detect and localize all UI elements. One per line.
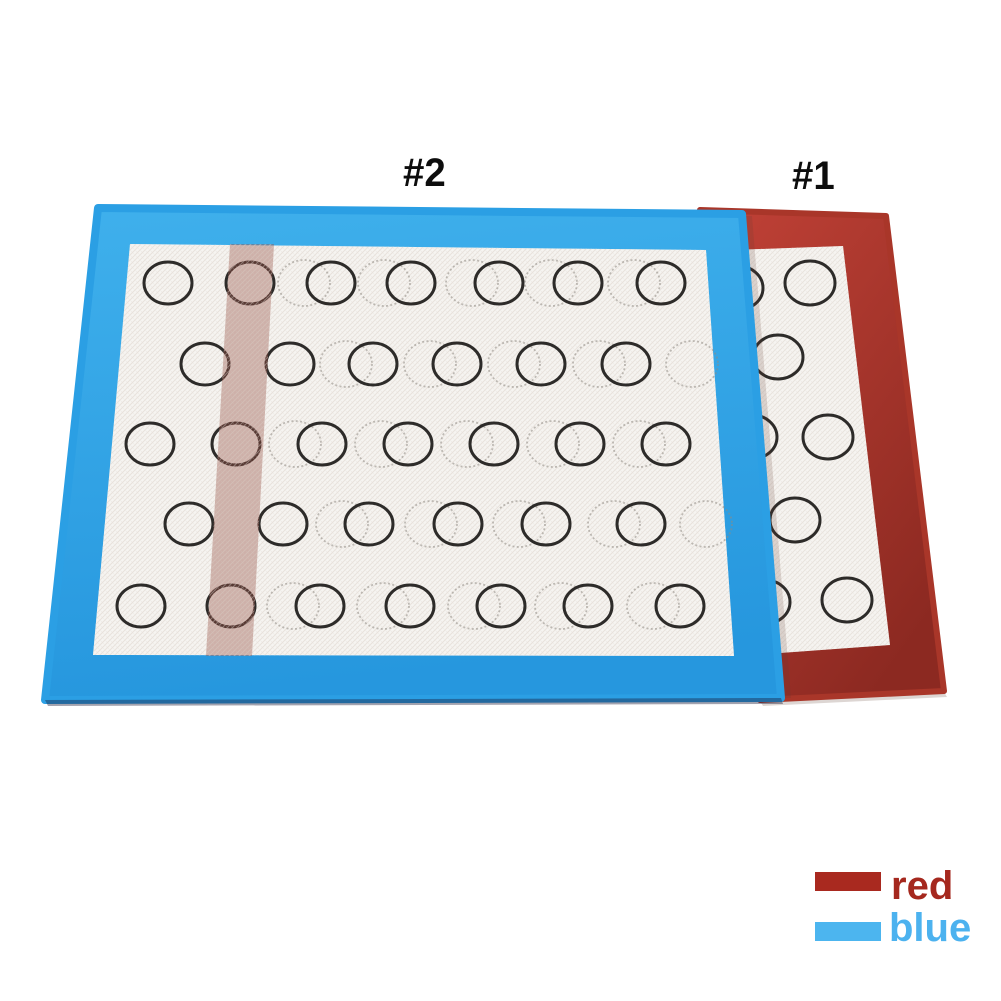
ghost-ring bbox=[319, 340, 373, 388]
macaron-ring bbox=[562, 583, 614, 629]
ghost-ring bbox=[572, 340, 626, 388]
macaron-ring bbox=[783, 259, 837, 307]
ghost-ring bbox=[665, 340, 719, 388]
macaron-ring bbox=[554, 421, 606, 467]
ghost-ring bbox=[440, 420, 494, 468]
macaron-ring bbox=[296, 421, 348, 467]
ghost-ring bbox=[526, 420, 580, 468]
ghost-ring bbox=[612, 420, 666, 468]
macaron-ring bbox=[115, 583, 167, 629]
macaron-ring bbox=[343, 501, 395, 547]
red-color-label: red bbox=[891, 864, 954, 908]
macaron-ring bbox=[142, 260, 194, 306]
blue-color-swatch bbox=[815, 922, 881, 941]
ghost-ring bbox=[404, 500, 458, 548]
ghost-ring bbox=[607, 259, 661, 307]
blue-mat-edge-shadow bbox=[45, 698, 783, 706]
macaron-ring bbox=[347, 341, 399, 387]
ghost-ring bbox=[268, 420, 322, 468]
ghost-ring bbox=[403, 340, 457, 388]
front-mat-number-label: #2 bbox=[403, 151, 446, 195]
ghost-ring bbox=[534, 582, 588, 630]
macaron-ring bbox=[520, 501, 572, 547]
macaron-ring bbox=[385, 260, 437, 306]
macaron-ring bbox=[382, 421, 434, 467]
ghost-ring bbox=[447, 582, 501, 630]
macaron-ring bbox=[600, 341, 652, 387]
macaron-ring bbox=[820, 576, 874, 624]
macaron-ring bbox=[515, 341, 567, 387]
blue-mat-weave-texture bbox=[93, 244, 734, 656]
macaron-ring bbox=[468, 421, 520, 467]
macaron-ring bbox=[305, 260, 357, 306]
ghost-ring bbox=[445, 259, 499, 307]
ghost-ring bbox=[524, 259, 578, 307]
ghost-ring bbox=[492, 500, 546, 548]
ghost-ring bbox=[587, 500, 641, 548]
blue-color-label: blue bbox=[889, 906, 972, 950]
macaron-ring bbox=[615, 501, 667, 547]
ghost-ring bbox=[356, 582, 410, 630]
back-mat-number-label: #1 bbox=[792, 154, 835, 198]
macaron-ring bbox=[635, 260, 687, 306]
ghost-ring bbox=[277, 259, 331, 307]
macaron-ring bbox=[431, 341, 483, 387]
ghost-ring bbox=[487, 340, 541, 388]
ghost-ring bbox=[357, 259, 411, 307]
ghost-ring bbox=[354, 420, 408, 468]
macaron-ring bbox=[163, 501, 215, 547]
macaron-ring bbox=[654, 583, 706, 629]
macaron-ring bbox=[124, 421, 176, 467]
macaron-ring bbox=[473, 260, 525, 306]
macaron-ring bbox=[294, 583, 346, 629]
blue-baking-mat bbox=[41, 204, 791, 706]
ghost-ring bbox=[626, 582, 680, 630]
red-color-swatch bbox=[815, 872, 881, 891]
macaron-ring bbox=[384, 583, 436, 629]
macaron-ring bbox=[432, 501, 484, 547]
ghost-ring bbox=[315, 500, 369, 548]
brown-woven-stripe-texture bbox=[206, 244, 274, 656]
macaron-ring bbox=[640, 421, 692, 467]
macaron-ring bbox=[552, 260, 604, 306]
macaron-ring bbox=[801, 413, 855, 461]
macaron-ring bbox=[475, 583, 527, 629]
ghost-ring bbox=[266, 582, 320, 630]
ghost-ring bbox=[679, 500, 733, 548]
